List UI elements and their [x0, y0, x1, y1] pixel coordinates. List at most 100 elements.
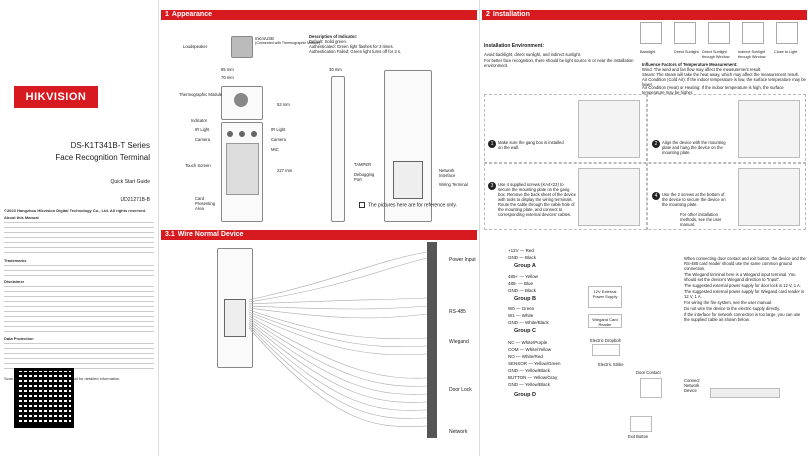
section-number: 2 [486, 11, 490, 18]
other-methods: For other installation methods, see the … [680, 212, 722, 227]
groupA-row: GND — Black [508, 255, 537, 260]
label-door-lock: Door Lock [449, 387, 472, 393]
label-door-contact: Door Contact [636, 370, 661, 375]
terminal-name: NO [508, 354, 515, 359]
direct-sunlight-icon [674, 22, 696, 44]
data-protection-heading: Data Protection [4, 336, 34, 341]
step-text: Use 4 supplied screws (KA4×22) to secure… [498, 182, 576, 217]
secure-screws-illustration [738, 168, 800, 226]
label-rs485: RS-485 [449, 309, 466, 315]
label-exit-button: Exit Button [628, 434, 649, 439]
install-divider-h [484, 162, 806, 164]
influence-item: Steam: The steam will take the heat away… [642, 72, 799, 77]
note-item: Do not wire the device to the electric s… [684, 306, 781, 311]
text-filler-1 [4, 222, 154, 256]
wire-color: Yellow [525, 274, 538, 279]
label-loudspeaker: Loudspeaker [183, 44, 208, 49]
dropbolt-icon [592, 344, 620, 356]
wire-color: Yellow/Black [524, 382, 551, 387]
groupA-row: +12V — Red [508, 248, 534, 253]
cover-panel: HIKVISION DS-K1T341B-T Series Face Recog… [0, 0, 157, 456]
env-line: Avoid backlight, direct sunlight, and in… [484, 52, 581, 57]
indicator-desc-title: Description of Indicator: [309, 34, 358, 39]
groupD-row: BUTTON — Yellow/Gray [508, 375, 558, 380]
indicator-line: Authenticated: Green light flashes for 3… [309, 44, 394, 49]
wire-color: Yellow/Black [524, 368, 551, 373]
microusb-module [231, 36, 253, 58]
group-d-label: Group D [514, 392, 536, 398]
label-power-input: Power Input [449, 257, 476, 263]
env-icon-label: Indirect Sunlight through Window [738, 50, 766, 59]
note-item: If the interface for network connection … [684, 312, 801, 322]
about-heading: About this Manual [4, 215, 39, 220]
wire-color: White/Yellow [525, 347, 552, 352]
terminal-name: COM [508, 347, 519, 352]
wire-color: Yellow/Gray [533, 375, 558, 380]
label-camera-left: Camera [195, 137, 210, 142]
env-line: For better face recognition, there shoul… [484, 58, 634, 68]
product-title: DS-K1T341B-T Series Face Recognition Ter… [10, 140, 150, 206]
step-text: Use the 2 screws at the bottom of the de… [662, 192, 726, 207]
groupB-row: GND — Black [508, 288, 537, 293]
terminal-name: W0 [508, 306, 515, 311]
env-icon-label: Backlight [640, 50, 656, 54]
terminal-name: GND [508, 288, 518, 293]
brand-logo: HIKVISION [14, 86, 98, 108]
copyright: ©2023 Hangzhou Hikvision Digital Technol… [4, 208, 147, 213]
indirect-sunlight-icon [742, 22, 764, 44]
dim-h1: 53 mm [277, 102, 290, 107]
group-b-label: Group B [514, 296, 536, 302]
device-side [331, 76, 345, 222]
note-reference: The pictures here are for reference only… [359, 202, 457, 208]
backlight-icon [640, 22, 662, 44]
label-indicator: Indicator [191, 118, 208, 123]
wiring-device-back [217, 248, 253, 368]
wiegand-reader-box: Wiegand Card Reader [588, 314, 622, 328]
note-item: The Wiegand terminal here is a Wiegand i… [684, 272, 796, 282]
hang-device-illustration [738, 100, 800, 158]
label-wiegand: Wiegand [449, 339, 469, 345]
env-title: Installation Environment: [484, 43, 545, 49]
group-a-label: Group A [514, 263, 536, 269]
note-item: When connecting door contact and exit bu… [684, 256, 806, 271]
note-icon [359, 202, 365, 208]
step-text: Make sure the gang box is installed on t… [498, 140, 564, 150]
env-icons [640, 22, 808, 48]
label-wiring: Wiring Terminal [439, 182, 468, 187]
door-contact-icon [640, 378, 662, 398]
trademarks-heading: Trademarks [4, 258, 27, 263]
qr-code-icon[interactable] [14, 368, 74, 428]
step-number: 3 [488, 182, 496, 190]
label-thermo: Thermographic Module [179, 92, 223, 97]
terminal-name: SENSOR [508, 361, 528, 366]
label-ir-light-left: IR Light [195, 127, 210, 132]
groupD-row: SENSOR — Yellow/Green [508, 361, 561, 366]
dim-h2: 227 mm [277, 168, 293, 173]
groupB-row: 485- — Blue [508, 281, 534, 286]
groupC-row: GND — White/Black [508, 320, 549, 325]
network-cable-icon [710, 388, 780, 398]
text-filler-3 [4, 286, 154, 334]
wire-color: Green [521, 306, 535, 311]
group-c-label: Group C [514, 328, 536, 334]
label-mic: MIC [271, 147, 279, 152]
label-tamper: TAMPER [354, 162, 372, 167]
step-number: 2 [652, 140, 660, 148]
dim-w1: 85 mm [221, 67, 234, 72]
section-title: Installation [492, 11, 530, 18]
section-title: Wire Normal Device [177, 231, 244, 238]
wire-color: Yellow/Green [533, 361, 561, 366]
terminal-block [427, 242, 437, 438]
label-card-area: Card Presenting Area [195, 196, 216, 211]
terminal-name: BUTTON [508, 375, 527, 380]
env-icon-label: Direct Sunlight [674, 50, 699, 54]
influence-item: Wind: The wind and fan flow may affect t… [642, 67, 762, 72]
label-ir-light-right: IR Light [271, 127, 286, 132]
exit-button-icon [630, 416, 652, 432]
doc-id: UD21271B-B [120, 197, 150, 203]
device-front [221, 122, 263, 222]
wire-color: White [521, 313, 534, 318]
